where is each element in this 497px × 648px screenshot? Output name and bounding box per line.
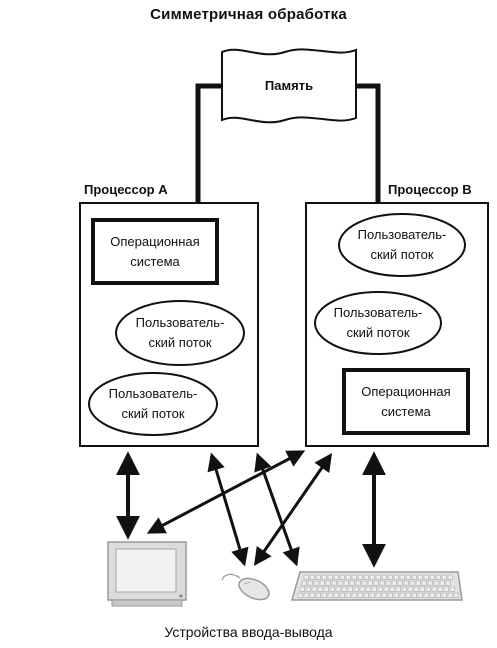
thread-a2-label: Пользователь- ский поток [89, 384, 217, 424]
os-b-line2: система [381, 404, 431, 419]
memory-shape [221, 48, 357, 124]
os-b-box [342, 368, 470, 435]
thread-a2-ellipse [88, 372, 218, 436]
thread-b2-label: Пользователь- ский поток [315, 303, 441, 343]
memory-bus-b [356, 83, 381, 203]
os-a-box [91, 218, 219, 285]
keyboard-icon [291, 571, 463, 601]
os-b-label: Операционная система [344, 382, 468, 422]
thread-a1-line2: ский поток [148, 335, 212, 350]
thread-b2-line1: Пользователь- [333, 305, 423, 320]
thread-b1-line2: ский поток [370, 247, 434, 262]
os-a-label: Операционная система [93, 232, 217, 272]
thread-a1-ellipse [115, 300, 245, 366]
arrow-a-mouse [207, 452, 249, 567]
monitor-icon [107, 541, 187, 607]
memory-label: Память [264, 78, 314, 93]
devices-caption: Устройства ввода-вывода [164, 624, 333, 640]
memory-bus-a [195, 83, 222, 203]
arrow-b-mouse [253, 453, 333, 566]
processor-a-label: Процессор А [84, 182, 168, 197]
os-a-line1: Операционная [110, 234, 200, 249]
mouse-icon [221, 573, 270, 601]
thread-a1-label: Пользователь- ский поток [116, 313, 244, 353]
processor-b-label: Процессор В [388, 182, 472, 197]
thread-b1-ellipse [338, 213, 466, 277]
os-a-line2: система [130, 254, 180, 269]
thread-a1-line1: Пользователь- [135, 315, 225, 330]
thread-a2-line2: ский поток [121, 406, 185, 421]
thread-b1-line1: Пользователь- [357, 227, 447, 242]
thread-a2-line1: Пользователь- [108, 386, 198, 401]
thread-b2-line2: ский поток [346, 325, 410, 340]
diagram-title: Симметричная обработка [150, 6, 347, 23]
thread-b1-label: Пользователь- ский поток [339, 225, 465, 265]
os-b-line1: Операционная [361, 384, 451, 399]
thread-b2-ellipse [314, 291, 442, 355]
